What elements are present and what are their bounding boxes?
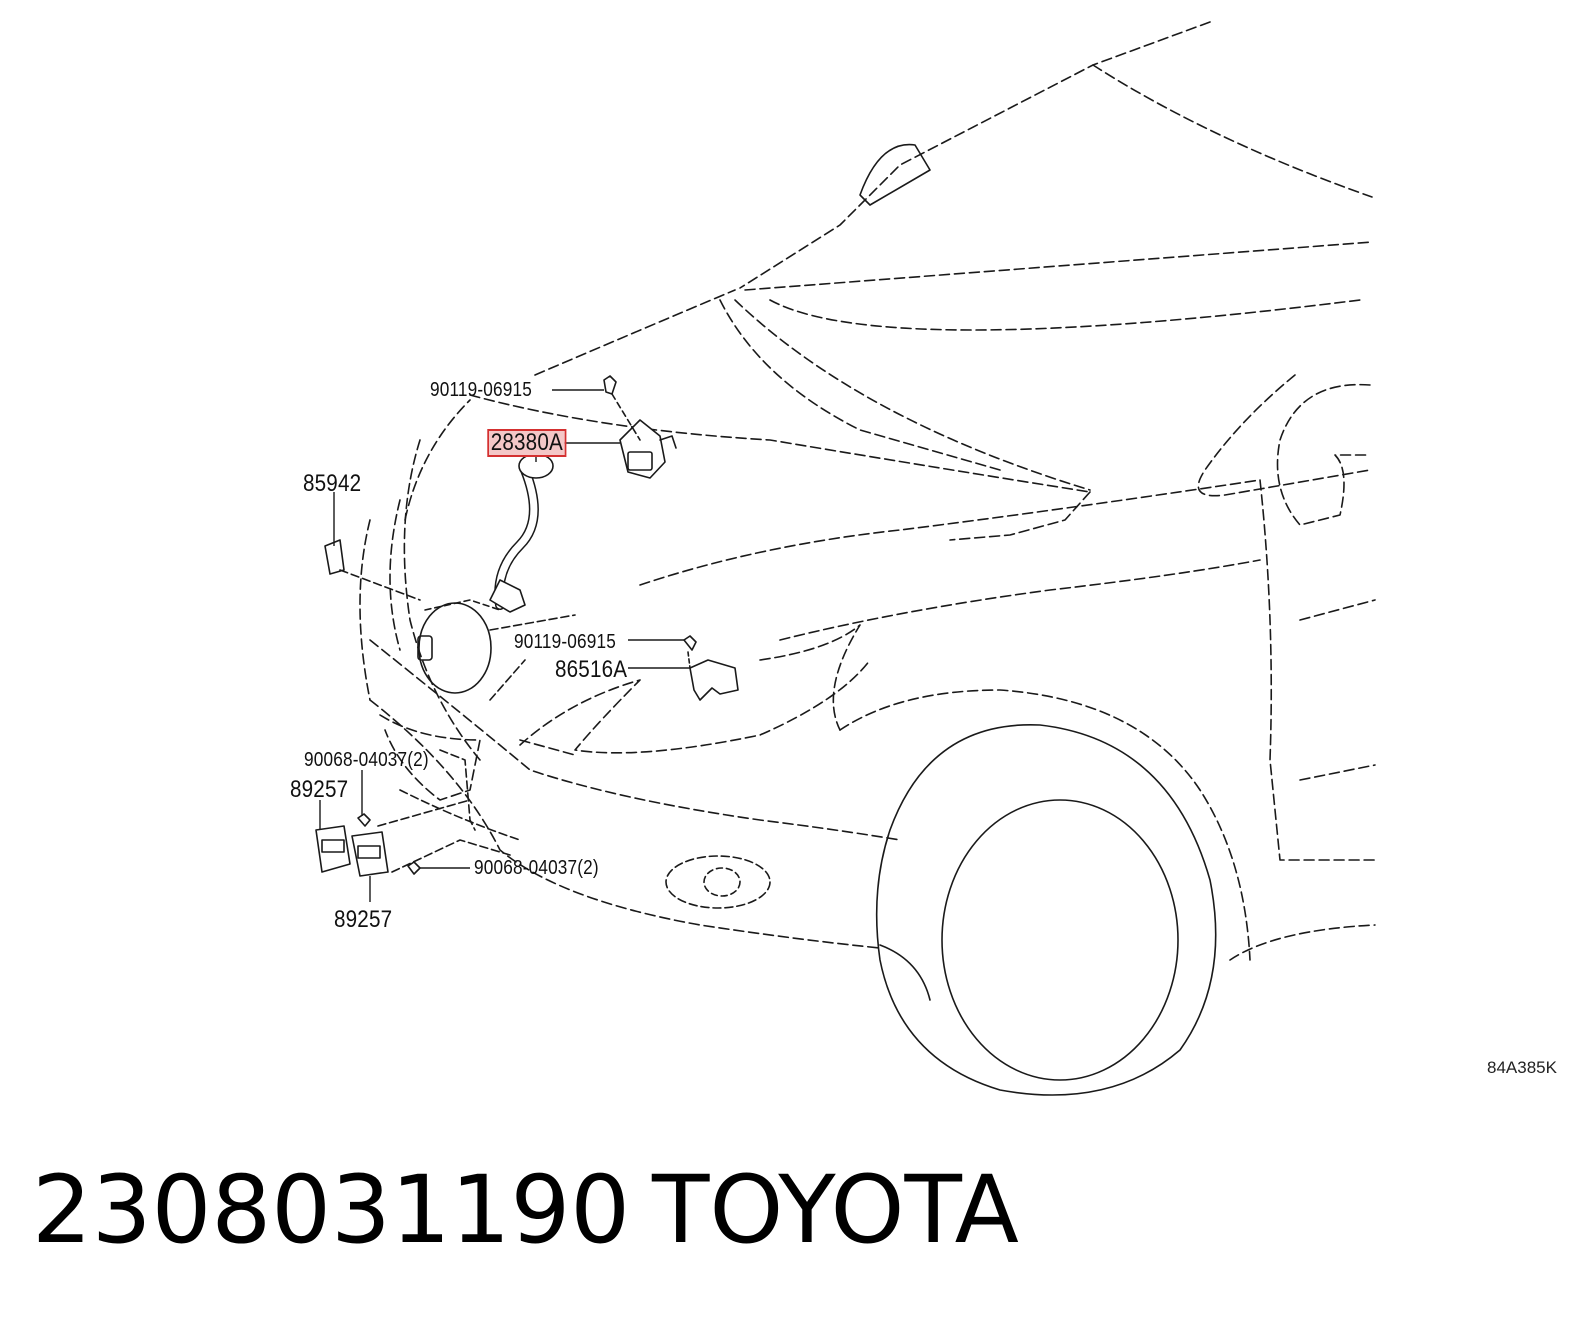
callout-latch-28380a[interactable]: 28380A: [487, 429, 567, 457]
callout-sensor-89257-upper: 89257: [290, 776, 349, 803]
part-number: 2308031190: [32, 1156, 631, 1265]
illustration-code: 84A385K: [1487, 1058, 1557, 1077]
brand-name: TOYOTA: [652, 1156, 1019, 1265]
callout-bolt-90119-top: 90119-06915: [430, 379, 533, 401]
callout-bolt-90119-mid: 90119-06915: [514, 631, 617, 653]
callout-sensor-89257-lower: 89257: [334, 906, 393, 933]
callout-clip-85942: 85942: [303, 470, 362, 497]
callout-bracket-86516a: 86516A: [555, 656, 628, 683]
callout-bolt-90068-left: 90068-04037(2): [304, 749, 429, 771]
callout-bolt-90068-right: 90068-04037(2): [474, 857, 599, 879]
